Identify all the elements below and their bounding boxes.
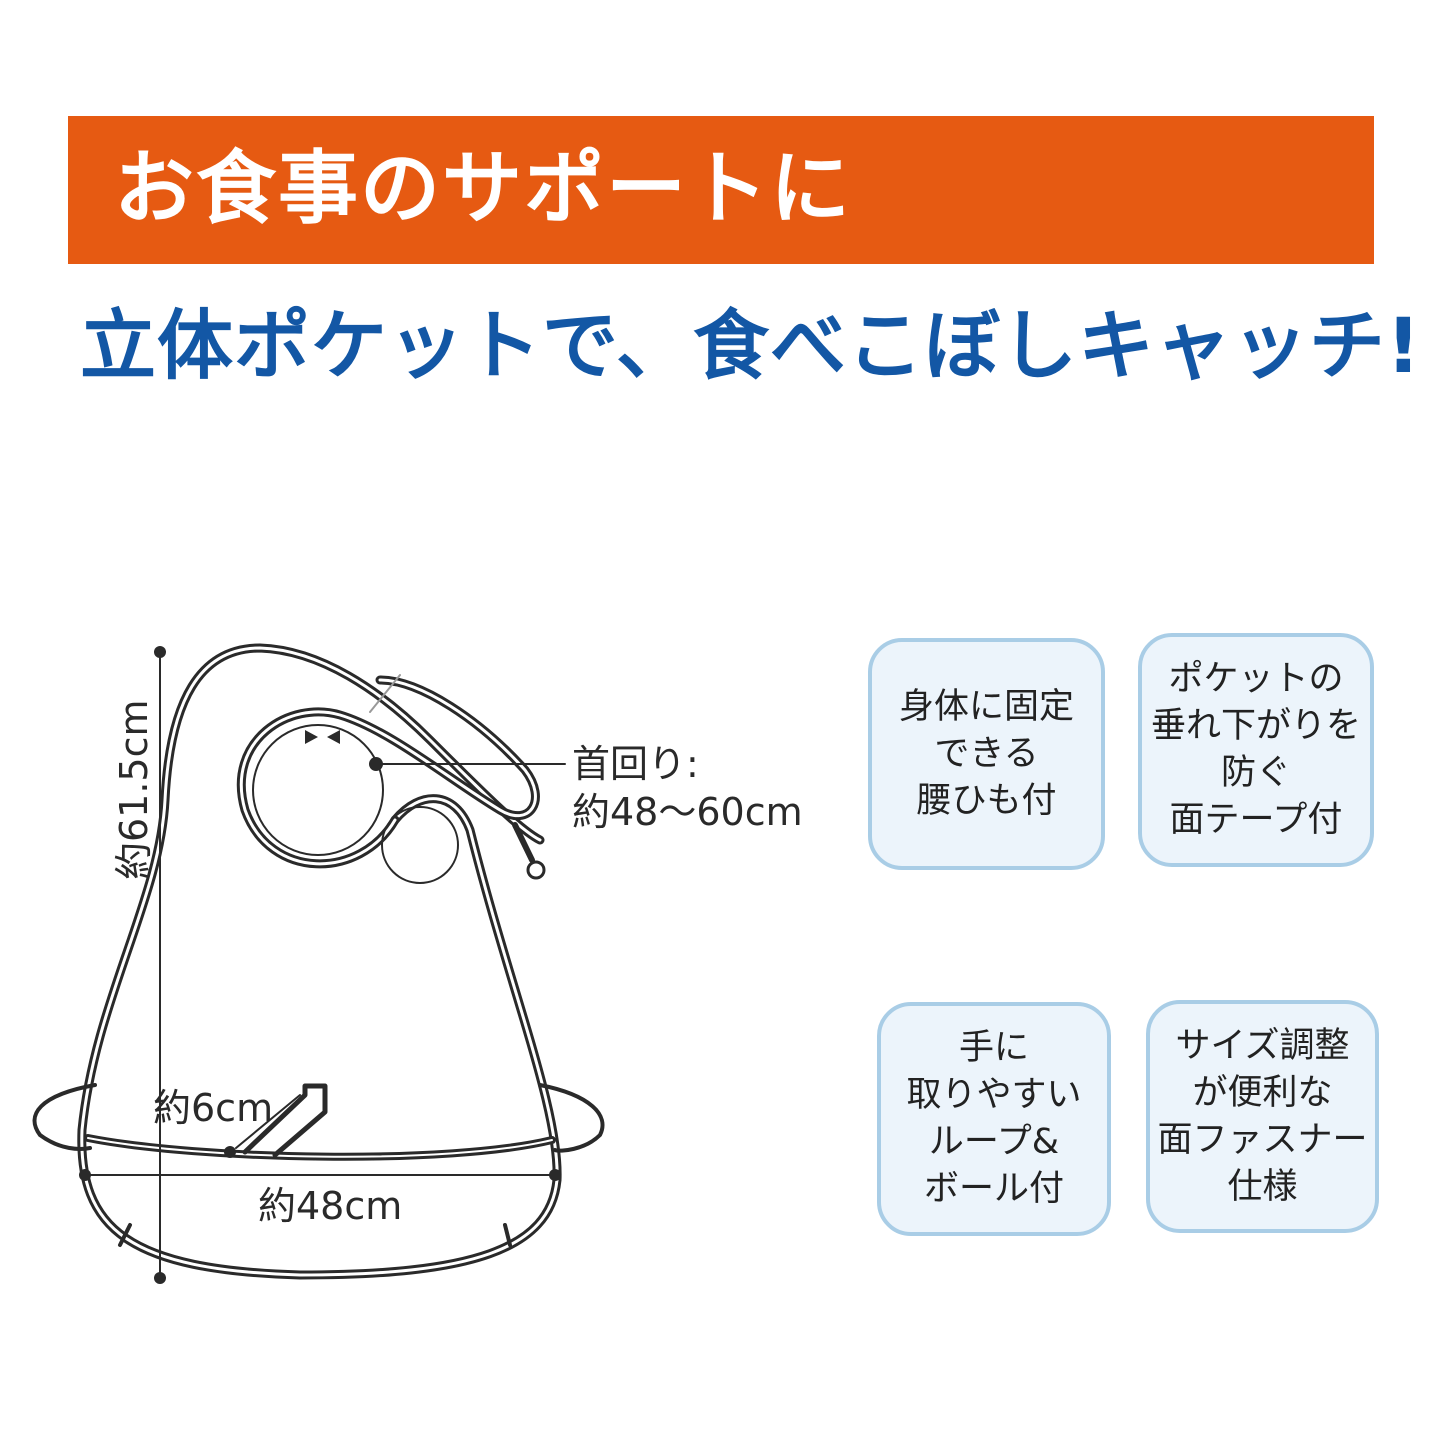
width-dimension-label: 約48cm: [258, 1184, 403, 1228]
subtitle-headline: 立体ポケットで、食べこぼしキャッチ!: [80, 301, 1422, 390]
height-dimension-label: 約61.5cm: [112, 699, 156, 880]
feature-card-velcro: サイズ調整 が便利な 面ファスナー 仕様: [1146, 1000, 1379, 1233]
pocket-depth-label: 約6cm: [153, 1086, 274, 1130]
neck-strap-outline: [236, 675, 540, 869]
header-banner: お食事のサポートに: [68, 116, 1374, 264]
feature-text: 手に 取りやすい ループ& ボール付: [906, 1028, 1082, 1209]
neck-dimension-value: 約48〜60cm: [572, 790, 803, 834]
feature-card-loop-ball: 手に 取りやすい ループ& ボール付: [877, 1002, 1111, 1236]
header-title: お食事のサポートに: [114, 142, 852, 235]
feature-text: 身体に固定 できる 腰ひも付: [898, 686, 1074, 821]
bib-body-outline: [77, 643, 562, 1280]
neck-dimension-label: 首回り:: [572, 742, 699, 786]
bib-outline-icon: [32, 643, 605, 1284]
feature-card-pocket-tape: ポケットの 垂れ下がりを 防ぐ 面テープ付: [1138, 633, 1374, 867]
feature-card-waist-strap: 身体に固定 できる 腰ひも付: [868, 638, 1105, 870]
feature-text: サイズ調整 が便利な 面ファスナー 仕様: [1157, 1025, 1368, 1207]
feature-text: ポケットの 垂れ下がりを 防ぐ 面テープ付: [1150, 659, 1361, 840]
